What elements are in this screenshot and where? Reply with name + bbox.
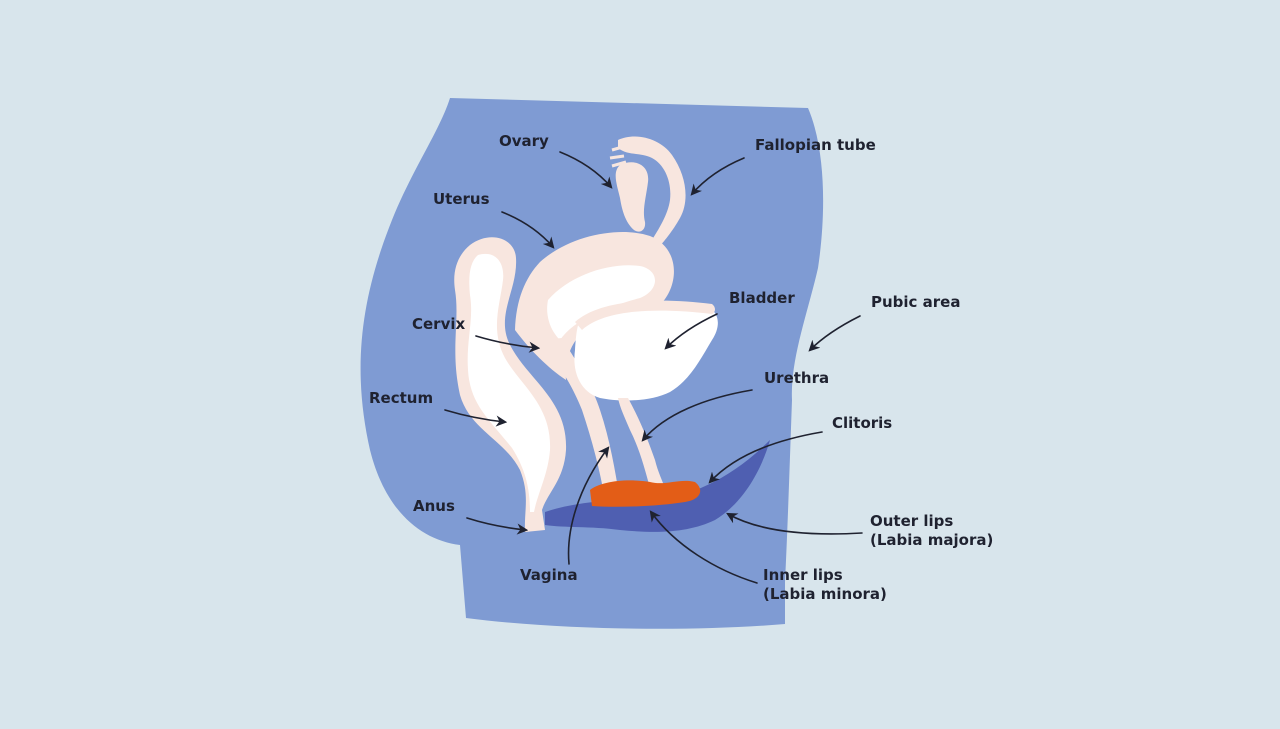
label-fallopian-tube: Fallopian tube bbox=[755, 136, 876, 154]
arrow-inner-lips bbox=[649, 510, 758, 584]
bladder bbox=[574, 302, 718, 401]
label-uterus: Uterus bbox=[433, 190, 490, 208]
arrow-urethra bbox=[641, 389, 753, 442]
label-inner-lips-line1: Inner lips bbox=[763, 566, 843, 584]
label-inner-lips-line2: (Labia minora) bbox=[763, 585, 887, 603]
label-pubic-area: Pubic area bbox=[871, 293, 960, 311]
label-outer-lips-line2: (Labia majora) bbox=[870, 531, 993, 549]
ovary bbox=[615, 162, 649, 232]
arrow-vagina bbox=[567, 446, 610, 565]
labia-majora bbox=[545, 440, 770, 532]
label-vagina: Vagina bbox=[520, 566, 578, 584]
label-bladder: Bladder bbox=[729, 289, 795, 307]
arrow-pubic-area bbox=[808, 315, 861, 352]
arrow-cervix bbox=[475, 335, 541, 353]
clitoris bbox=[590, 480, 701, 507]
label-outer-lips-line1: Outer lips bbox=[870, 512, 953, 530]
label-clitoris: Clitoris bbox=[832, 414, 892, 432]
label-ovary: Ovary bbox=[499, 132, 549, 150]
arrow-clitoris bbox=[708, 431, 823, 484]
urethra bbox=[618, 398, 665, 488]
fallopian-tube bbox=[618, 136, 686, 246]
arrow-fallopian-tube bbox=[690, 157, 745, 196]
arrow-rectum bbox=[444, 409, 508, 427]
arrow-outer-lips bbox=[726, 512, 863, 535]
label-rectum: Rectum bbox=[369, 389, 433, 407]
label-anus: Anus bbox=[413, 497, 455, 515]
label-cervix: Cervix bbox=[412, 315, 465, 333]
arrow-uterus bbox=[501, 211, 555, 249]
arrow-bladder bbox=[664, 313, 718, 350]
arrow-ovary bbox=[559, 151, 613, 189]
label-urethra: Urethra bbox=[764, 369, 829, 387]
arrow-anus bbox=[466, 517, 529, 535]
